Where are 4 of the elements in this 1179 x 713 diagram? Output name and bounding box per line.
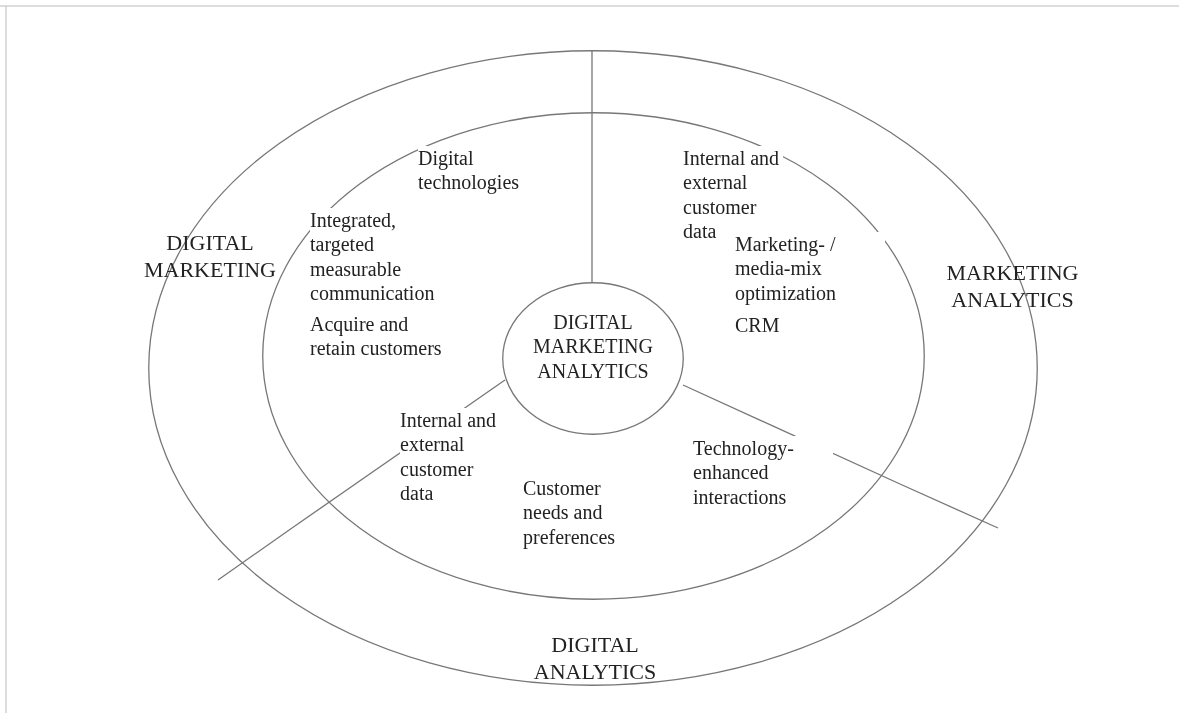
sector-label: DIGITAL ANALYTICS bbox=[532, 632, 658, 686]
sector-label: DIGITAL MARKETING bbox=[143, 230, 277, 284]
center-label: DIGITAL MARKETING ANALYTICS bbox=[532, 310, 654, 384]
sector-label: MARKETING ANALYTICS bbox=[945, 260, 1080, 314]
